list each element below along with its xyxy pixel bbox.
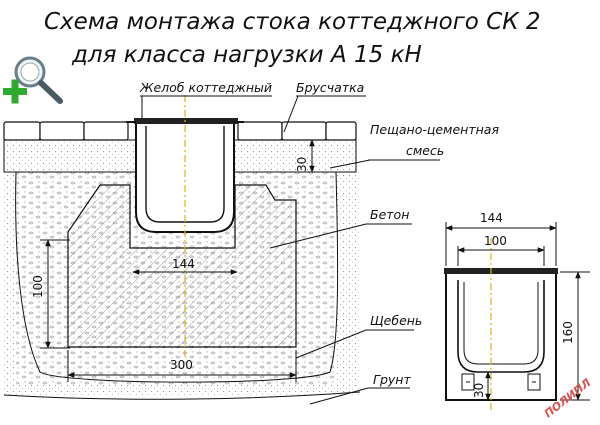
dim-inner-144: 144 <box>172 257 195 271</box>
paving-stones <box>3 121 357 141</box>
label-soil: Грунт <box>373 372 411 387</box>
label-sand-cement-1: Пещано-цементная <box>370 122 499 137</box>
dim-section-160: 160 <box>561 321 575 344</box>
dim-height-100: 100 <box>31 275 45 298</box>
title-line-1: Схема монтажа стока коттеджного СК 2 <box>44 9 541 35</box>
gravel-outline <box>15 171 339 383</box>
label-concrete: Бетон <box>370 207 409 222</box>
dim-layer-30: 30 <box>295 157 309 172</box>
soil-line <box>3 391 361 400</box>
label-gravel: Щебень <box>370 313 422 328</box>
title-line-2: для класса нагрузки А 15 кН <box>71 42 422 68</box>
dim-section-144: 144 <box>480 211 503 225</box>
zoom-plus-icon[interactable] <box>3 56 63 104</box>
dim-base-300: 300 <box>170 358 193 372</box>
label-gutter: Желоб коттеджный <box>139 80 272 95</box>
section-view <box>444 268 558 401</box>
dim-section-100: 100 <box>484 234 507 248</box>
concrete-foundation <box>67 184 297 348</box>
label-sand-cement-2: смесь <box>406 143 444 158</box>
label-paving: Брусчатка <box>296 80 364 95</box>
dim-section-30: 30 <box>472 383 486 398</box>
